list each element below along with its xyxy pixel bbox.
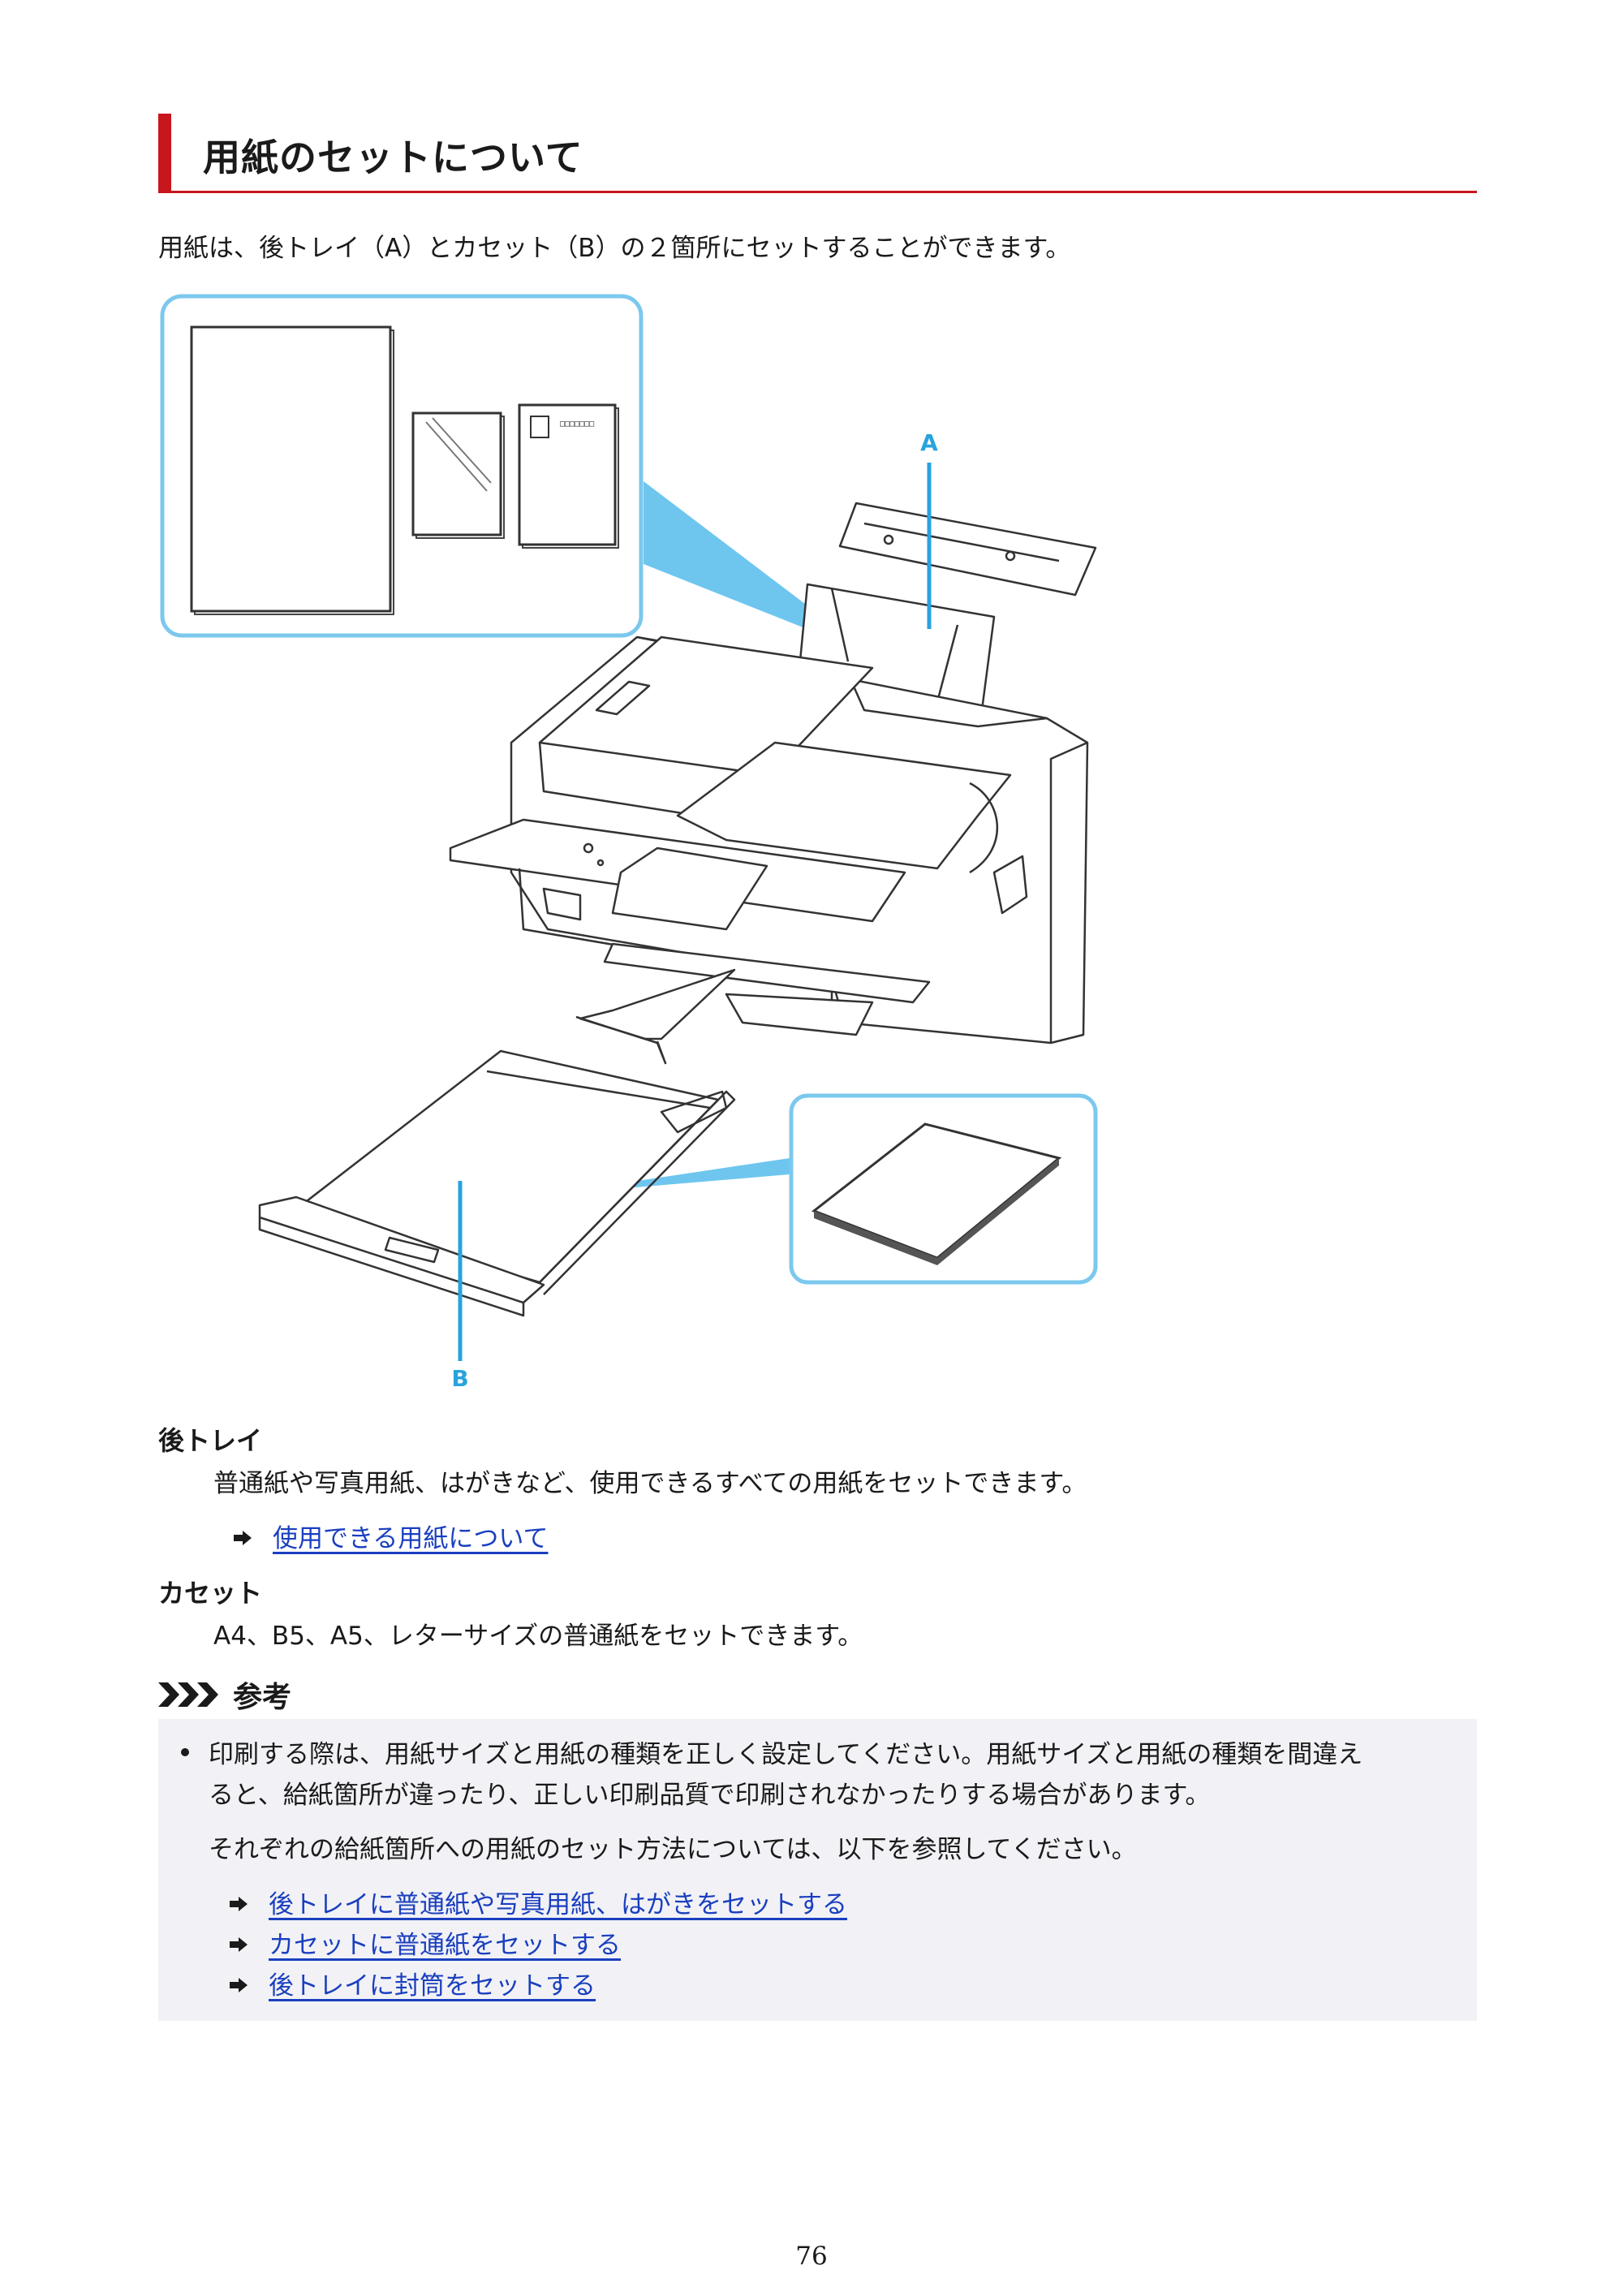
usable-paper-link[interactable]: 使用できる用紙について: [273, 1524, 549, 1553]
note-link-row-3[interactable]: 後トレイに封筒をセットする: [230, 1965, 596, 2001]
link-row-usable-paper[interactable]: 使用できる用紙について: [234, 1518, 548, 1554]
label-b-group: B: [451, 1181, 469, 1392]
label-b: B: [451, 1365, 468, 1392]
rear-tray-envelope-link[interactable]: 後トレイに封筒をセットする: [269, 1971, 596, 2001]
arrow-right-icon: [230, 1896, 248, 1911]
cassette-illustration: [258, 1049, 736, 1317]
cassette-plain-paper-link[interactable]: カセットに普通紙をセットする: [269, 1931, 621, 1960]
printer-illustration: [449, 502, 1097, 1065]
term-rear-tray: 後トレイ: [158, 1425, 263, 1456]
note-title: 参考: [233, 1681, 292, 1714]
note-chevrons-icon: [158, 1682, 218, 1707]
note-link-row-2[interactable]: カセットに普通紙をセットする: [230, 1924, 621, 1961]
rear-tray-description: 普通紙や写真用紙、はがきなど、使用できるすべての用紙をセットできます。: [213, 1469, 1087, 1498]
page-title-text: 用紙のセットについて: [203, 136, 583, 179]
title-accent-bar: [158, 114, 171, 191]
cassette-description: A4、B5、A5、レターサイズの普通紙をセットできます。: [213, 1622, 863, 1651]
arrow-right-icon: [230, 1936, 248, 1952]
label-a-group: A: [920, 429, 938, 629]
note-follow-text: それぞれの給紙箇所への用紙のセット方法については、以下を参照してください。: [209, 1835, 1137, 1864]
note-bullet-line-1: 印刷する際は、用紙サイズと用紙の種類を正しく設定してください。用紙サイズと用紙の…: [209, 1740, 1363, 1769]
rear-tray-plain-photo-postcard-link[interactable]: 後トレイに普通紙や写真用紙、はがきをセットする: [269, 1890, 847, 1919]
intro-text: 用紙は、後トレイ（A）とカセット（B）の２箇所にセットすることができます。: [158, 234, 1071, 263]
arrow-right-icon: [230, 1977, 248, 1992]
cassette-paper-callout: [789, 1093, 1098, 1285]
label-a: A: [920, 429, 938, 456]
paper-loading-figure: □□□□□□□: [158, 288, 1116, 1392]
note-heading: 参考: [158, 1674, 291, 1714]
envelope-postal-code: □□□□□□□: [560, 420, 594, 429]
note-link-row-1[interactable]: 後トレイに普通紙や写真用紙、はがきをセットする: [230, 1884, 847, 1920]
term-cassette: カセット: [158, 1578, 263, 1609]
paper-types-callout: □□□□□□□: [160, 294, 644, 638]
page-number: 76: [795, 2242, 828, 2271]
note-box: 印刷する際は、用紙サイズと用紙の種類を正しく設定してください。用紙サイズと用紙の…: [158, 1719, 1477, 2021]
bullet-dot: [181, 1748, 189, 1756]
page-title: 用紙のセットについて: [158, 114, 1477, 193]
arrow-right-icon: [234, 1530, 252, 1545]
note-bullet-line-2: ると、給紙箇所が違ったり、正しい印刷品質で印刷されなかったりする場合があります。: [209, 1781, 1211, 1810]
